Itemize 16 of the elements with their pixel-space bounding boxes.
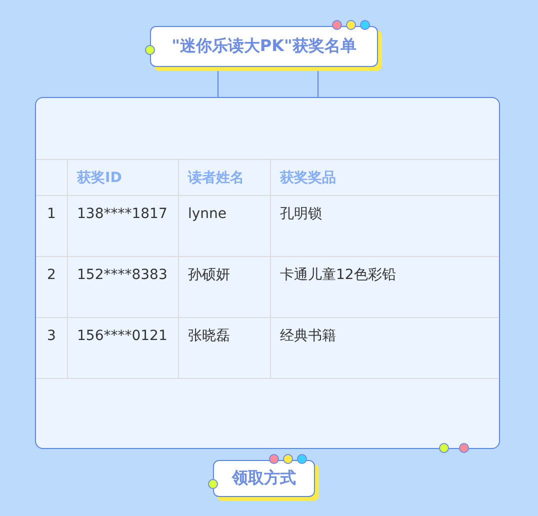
table-cell-text: 张晓磊: [187, 327, 231, 346]
table-cell-text: 138****1817: [76, 205, 168, 224]
header-cell-text: 获奖ID: [76, 169, 123, 188]
table-cell-text: 156****0121: [76, 327, 168, 346]
table-cell-text: 2: [46, 266, 57, 285]
table-panel: [35, 97, 500, 449]
table-cell-text: lynne: [187, 205, 228, 224]
table-cell-text: 孙硕妍: [187, 266, 231, 285]
table-cell-text: 152****8383: [76, 266, 168, 285]
table-cell-text: 卡通儿童12色彩铅: [279, 266, 397, 285]
table-cell-text: 孔明锁: [279, 205, 323, 224]
table-cell-text: 1: [46, 205, 57, 224]
table-cell-text: 经典书籍: [279, 327, 337, 346]
header-cell-text: 获奖奖品: [279, 169, 337, 188]
table-cell-text: 3: [46, 327, 57, 346]
header-cell-text: 读者姓名: [186, 169, 245, 188]
